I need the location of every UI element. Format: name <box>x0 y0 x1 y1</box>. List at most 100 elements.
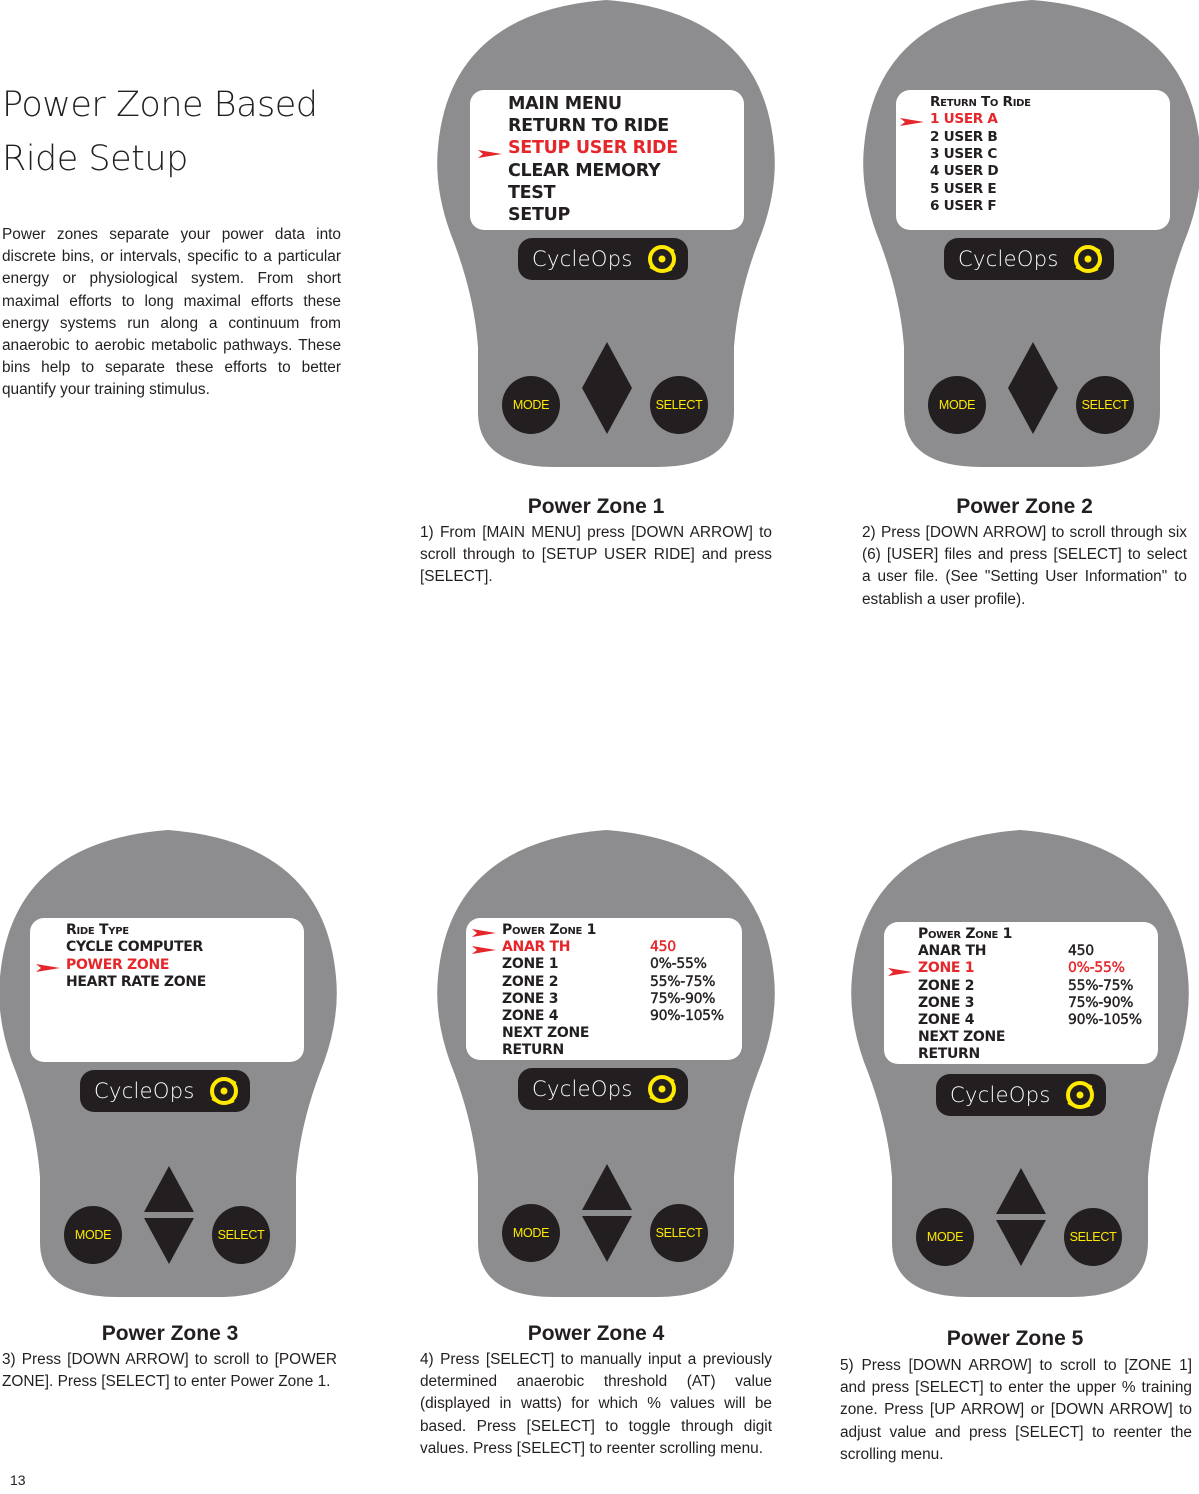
screen-menu-item[interactable]: RETURN <box>502 1042 564 1059</box>
screen-menu-item[interactable]: Power Zone 1 <box>502 922 597 938</box>
page-title: Power Zone Based Ride Setup <box>2 78 318 186</box>
up-arrow-button[interactable] <box>1008 342 1058 393</box>
screen-menu-item[interactable]: 4 USER D <box>930 163 999 180</box>
screen-item-value: 75%-90% <box>1068 994 1134 1011</box>
triangle-down-icon <box>144 1218 194 1264</box>
screen-item-value: 75%-90% <box>650 990 716 1007</box>
screen-menu-item[interactable]: ZONE 3 <box>502 990 559 1007</box>
cycleops-swirl-icon <box>648 1075 676 1103</box>
screen-menu-item[interactable]: ANAR TH <box>502 939 571 956</box>
screen-item-value: 90%-105% <box>1068 1012 1142 1028</box>
screen-menu-item[interactable]: RETURN <box>918 1046 980 1063</box>
triangle-down-icon <box>1008 388 1058 434</box>
screen-menu-item[interactable]: ZONE 1 <box>918 960 975 977</box>
triangle-up-icon <box>1008 342 1058 388</box>
screen-item-value: 450 <box>650 939 677 956</box>
cycleops-logo: CycleOps <box>518 238 688 280</box>
triangle-up-icon <box>582 342 632 388</box>
up-arrow-button[interactable] <box>144 1166 194 1217</box>
screen-menu-item[interactable]: HEART RATE ZONE <box>66 973 207 990</box>
screen-menu-item[interactable]: ZONE 2 <box>502 973 559 990</box>
screen-menu-item[interactable]: ZONE 4 <box>918 1012 975 1028</box>
screen-menu-item[interactable]: NEXT ZONE <box>918 1029 1006 1046</box>
screen-menu-item[interactable]: ZONE 3 <box>918 994 975 1011</box>
screen-menu-item[interactable]: NEXT ZONE <box>502 1025 590 1042</box>
screen-menu-item[interactable]: Ride Type <box>66 922 129 938</box>
step-title: Power Zone 1 <box>527 495 665 518</box>
screen-menu-item[interactable]: SETUP USER RIDE <box>508 138 678 159</box>
page-number: 13 <box>10 1472 26 1488</box>
brand-name: CycleOps <box>958 247 1059 271</box>
selection-arrow-icon <box>478 144 502 158</box>
screen-item-value: 450 <box>1068 943 1095 960</box>
selection-arrow-icon <box>472 943 496 955</box>
intro-paragraph: Power zones separate your power data int… <box>2 226 341 399</box>
screen-menu-item[interactable]: MAIN MENU <box>508 94 622 114</box>
screen-menu-item[interactable]: 3 USER C <box>930 145 998 162</box>
triangle-up-icon <box>582 1164 632 1210</box>
screen-item-value: 55%-75% <box>650 973 716 990</box>
down-arrow-button[interactable] <box>144 1218 194 1269</box>
screen-menu-item[interactable]: ZONE 2 <box>918 977 975 994</box>
step-title: Power Zone 5 <box>946 1327 1084 1350</box>
selection-arrow-icon <box>900 115 924 127</box>
cycleops-logo: CycleOps <box>936 1074 1106 1116</box>
screen-menu-item[interactable]: CYCLE COMPUTER <box>66 939 203 956</box>
screen-menu-item[interactable]: 2 USER B <box>930 128 998 145</box>
cycleops-swirl-icon <box>210 1077 238 1105</box>
step-description: 5) Press [DOWN ARROW] to scroll to [ZONE… <box>840 1357 1192 1463</box>
selection-arrow-icon <box>888 965 912 976</box>
down-arrow-button[interactable] <box>996 1220 1046 1271</box>
brand-name: CycleOps <box>532 1077 633 1101</box>
step-description: 1) From [MAIN MENU] press [DOWN ARROW] t… <box>420 524 772 586</box>
cycleops-swirl-icon <box>1074 245 1102 273</box>
mode-button[interactable]: MODE <box>64 1206 122 1264</box>
mode-button[interactable]: MODE <box>928 376 986 434</box>
down-arrow-button[interactable] <box>582 1216 632 1267</box>
screen-menu-item[interactable]: Power Zone 1 <box>918 926 1013 942</box>
screen-menu-item[interactable]: TEST <box>508 182 556 203</box>
screen-item-value: 0%-55% <box>650 956 707 973</box>
screen-menu-item[interactable]: CLEAR MEMORY <box>508 160 661 181</box>
triangle-down-icon <box>996 1220 1046 1266</box>
screen-item-value: 55%-75% <box>1068 977 1134 994</box>
screen-menu-item[interactable]: 6 USER F <box>930 197 997 214</box>
select-button[interactable]: SELECT <box>650 1204 708 1262</box>
screen-menu-item[interactable]: Return To Ride <box>930 94 1031 110</box>
mode-button[interactable]: MODE <box>916 1208 974 1266</box>
screen-menu-item[interactable]: SETUP <box>508 205 571 225</box>
cycleops-swirl-icon <box>648 245 676 273</box>
screen-item-value: 90%-105% <box>650 1008 724 1024</box>
select-button[interactable]: SELECT <box>212 1206 270 1264</box>
up-arrow-button[interactable] <box>582 1164 632 1215</box>
up-arrow-button[interactable] <box>996 1168 1046 1219</box>
screen-menu-item[interactable]: ZONE 4 <box>502 1008 559 1024</box>
screen-menu-item[interactable]: POWER ZONE <box>66 956 170 973</box>
page-title-line-1: Power Zone Based <box>2 85 318 125</box>
mode-button[interactable]: MODE <box>502 1204 560 1262</box>
triangle-down-icon <box>582 1216 632 1262</box>
step-title: Power Zone 3 <box>101 1322 239 1345</box>
down-arrow-button[interactable] <box>582 388 632 439</box>
screen-menu-item[interactable]: ANAR TH <box>918 943 987 960</box>
screen-menu-item[interactable]: ZONE 1 <box>502 956 559 973</box>
screen-menu-item[interactable]: 1 USER A <box>930 111 998 128</box>
down-arrow-button[interactable] <box>1008 388 1058 439</box>
select-button[interactable]: SELECT <box>1076 376 1134 434</box>
page-title-line-2: Ride Setup <box>2 139 188 179</box>
up-arrow-button[interactable] <box>582 342 632 393</box>
cycleops-logo: CycleOps <box>518 1068 688 1110</box>
select-button[interactable]: SELECT <box>650 376 708 434</box>
screen-menu-item[interactable]: RETURN TO RIDE <box>508 116 669 137</box>
screen-menu-item[interactable]: 5 USER E <box>930 180 997 197</box>
triangle-up-icon <box>996 1168 1046 1214</box>
select-button[interactable]: SELECT <box>1064 1208 1122 1266</box>
mode-button[interactable]: MODE <box>502 376 560 434</box>
